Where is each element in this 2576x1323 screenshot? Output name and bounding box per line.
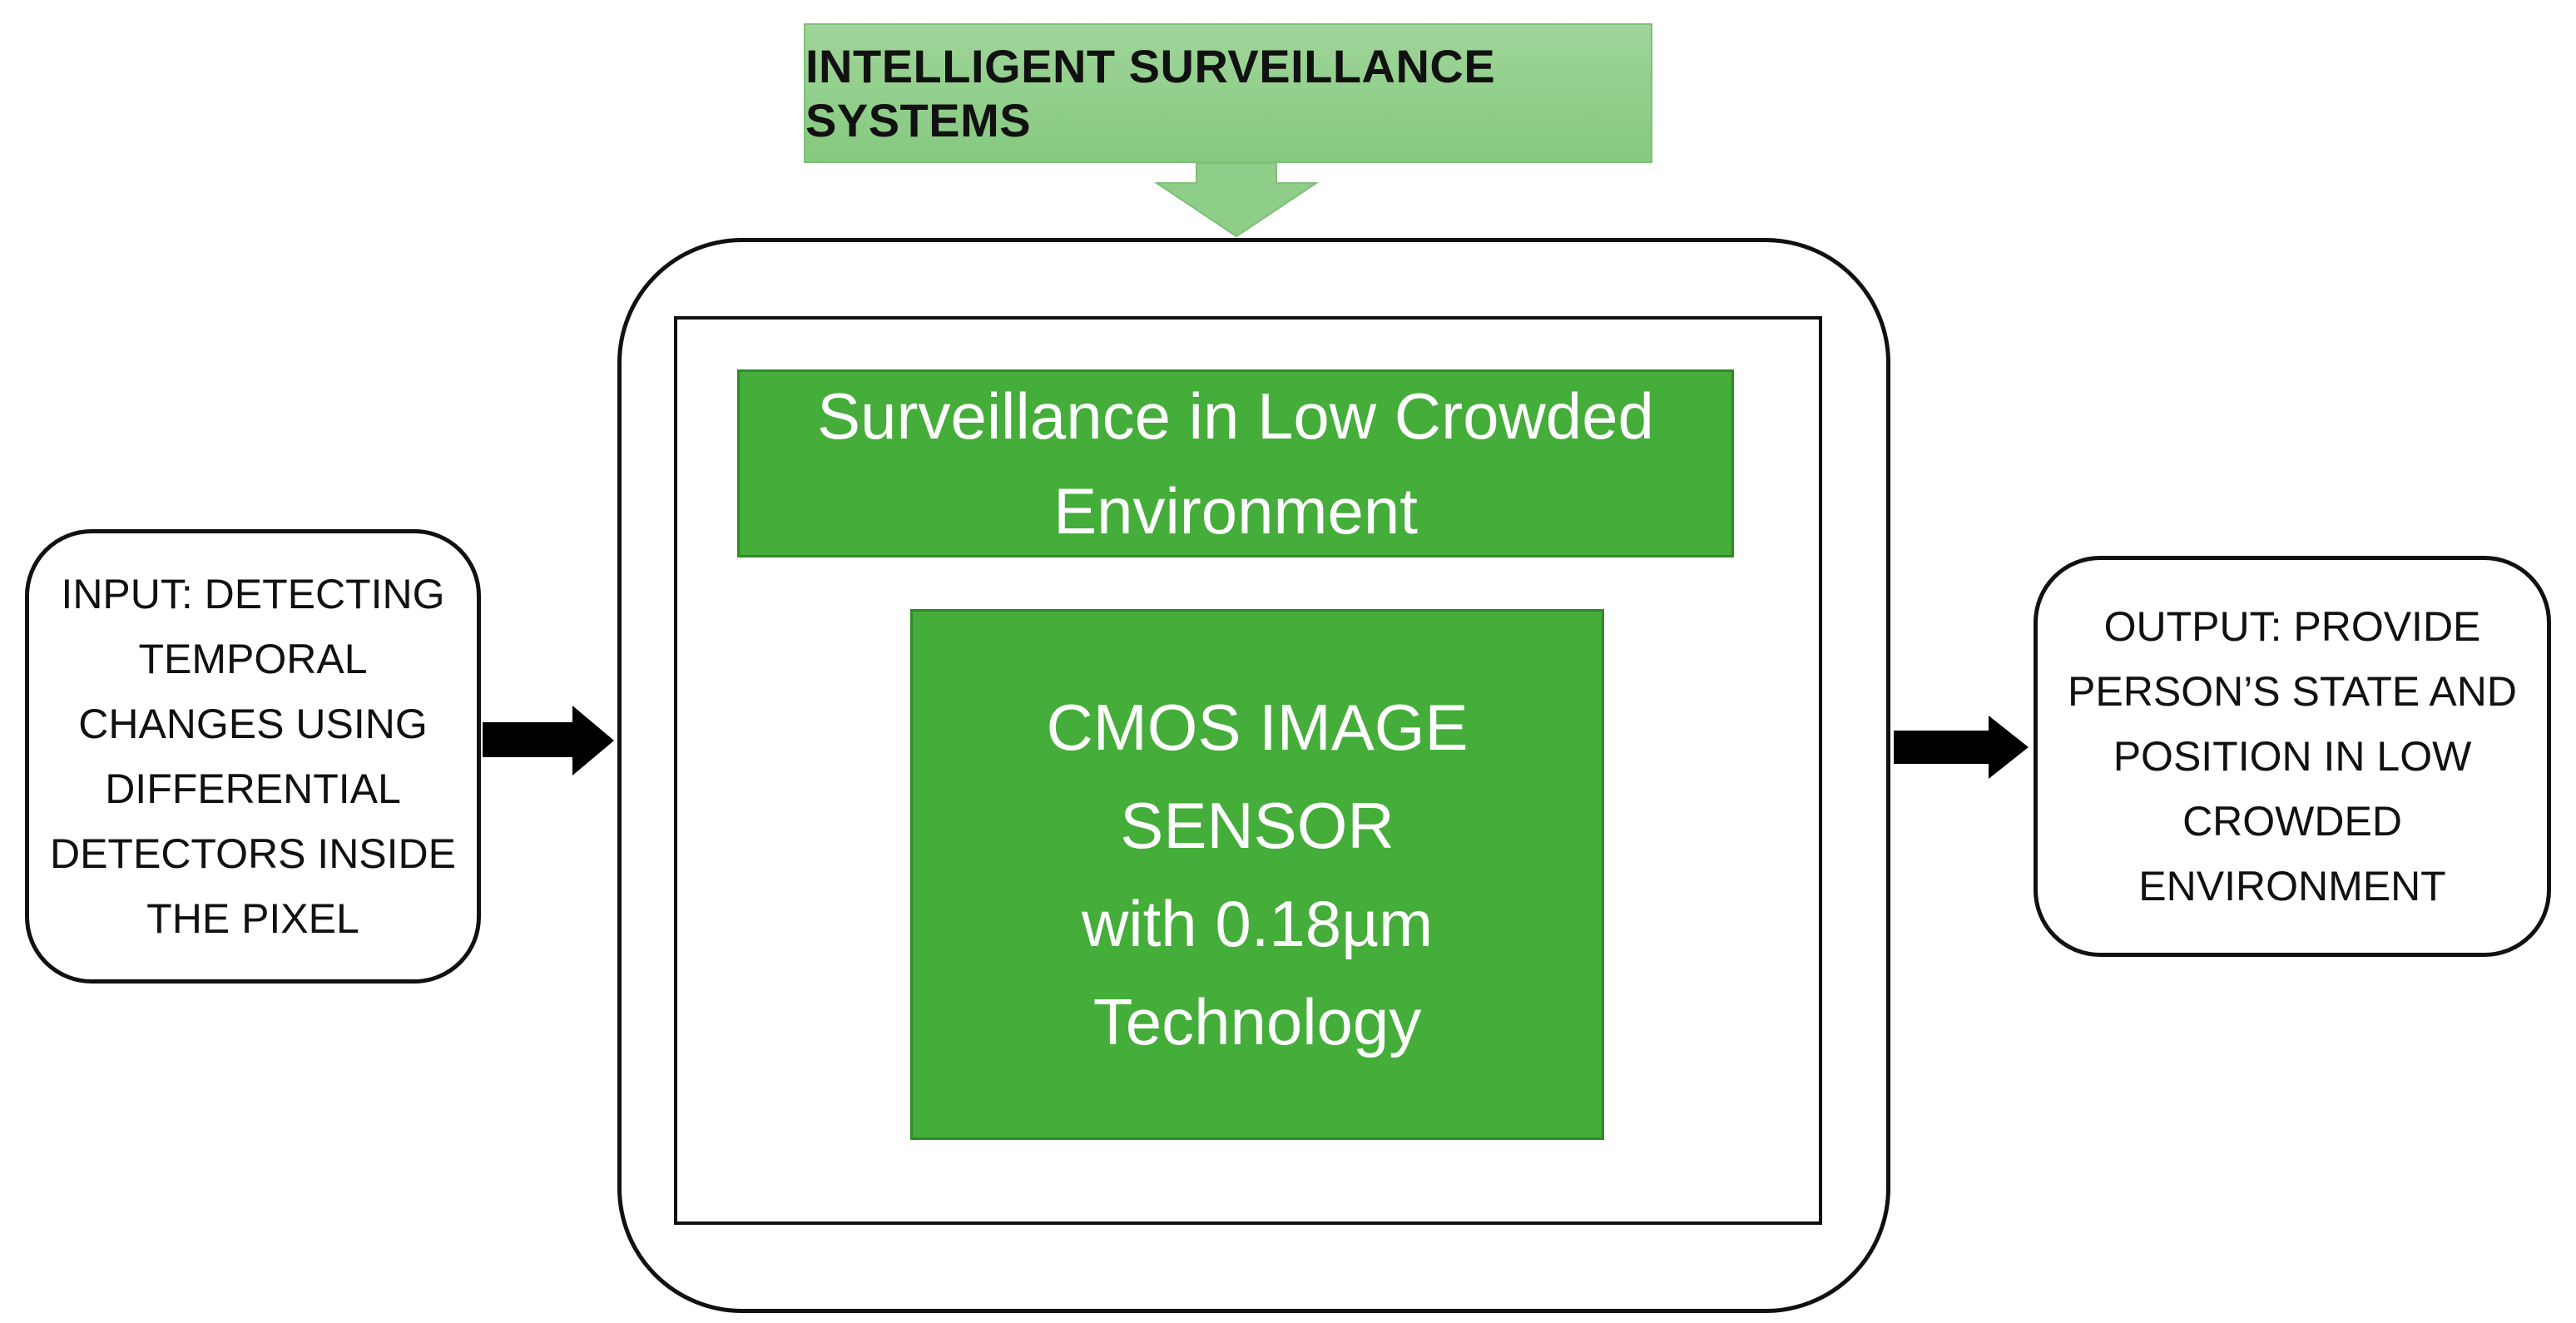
down-arrow-icon	[1153, 162, 1320, 238]
cmos-sensor-block: CMOS IMAGE SENSOR with 0.18µm Technology	[910, 609, 1604, 1140]
right-arrow-icon	[483, 706, 614, 775]
surveillance-line-1: Surveillance in Low Crowded	[817, 379, 1654, 453]
surveillance-line-2: Environment	[1053, 474, 1418, 548]
cmos-line-2: with 0.18µm	[1081, 887, 1434, 960]
output-line: CROWDED	[2182, 798, 2402, 845]
input-line: CHANGES USING	[78, 701, 428, 747]
diagram-title: INTELLIGENT SURVEILLANCE SYSTEMS	[805, 40, 1496, 146]
input-box: INPUT: DETECTING TEMPORAL CHANGES USING …	[25, 529, 481, 984]
input-line: INPUT: DETECTING	[61, 571, 445, 617]
input-text: INPUT: DETECTING TEMPORAL CHANGES USING …	[29, 562, 477, 951]
output-line: PERSON’S STATE AND	[2068, 668, 2517, 715]
input-line: DIFFERENTIAL	[105, 766, 401, 812]
surveillance-block-text: Surveillance in Low Crowded Environment	[740, 369, 1731, 558]
input-line: DETECTORS INSIDE	[49, 830, 457, 877]
cmos-sensor-text: CMOS IMAGE SENSOR with 0.18µm Technology	[913, 678, 1602, 1071]
title-box: INTELLIGENT SURVEILLANCE SYSTEMS	[804, 23, 1652, 163]
output-line: ENVIRONMENT	[2138, 863, 2446, 909]
right-arrow-icon	[1894, 716, 2029, 779]
output-line: OUTPUT: PROVIDE	[2103, 603, 2481, 650]
surveillance-block: Surveillance in Low Crowded Environment	[737, 369, 1734, 557]
output-line: POSITION IN LOW	[2113, 733, 2472, 780]
input-line: TEMPORAL	[138, 636, 368, 682]
output-box: OUTPUT: PROVIDE PERSON’S STATE AND POSIT…	[2034, 556, 2551, 957]
output-text: OUTPUT: PROVIDE PERSON’S STATE AND POSIT…	[2038, 594, 2547, 919]
cmos-line-3: Technology	[1092, 985, 1422, 1058]
cmos-line-1: CMOS IMAGE SENSOR	[1046, 691, 1469, 862]
input-line: THE PIXEL	[146, 895, 359, 942]
